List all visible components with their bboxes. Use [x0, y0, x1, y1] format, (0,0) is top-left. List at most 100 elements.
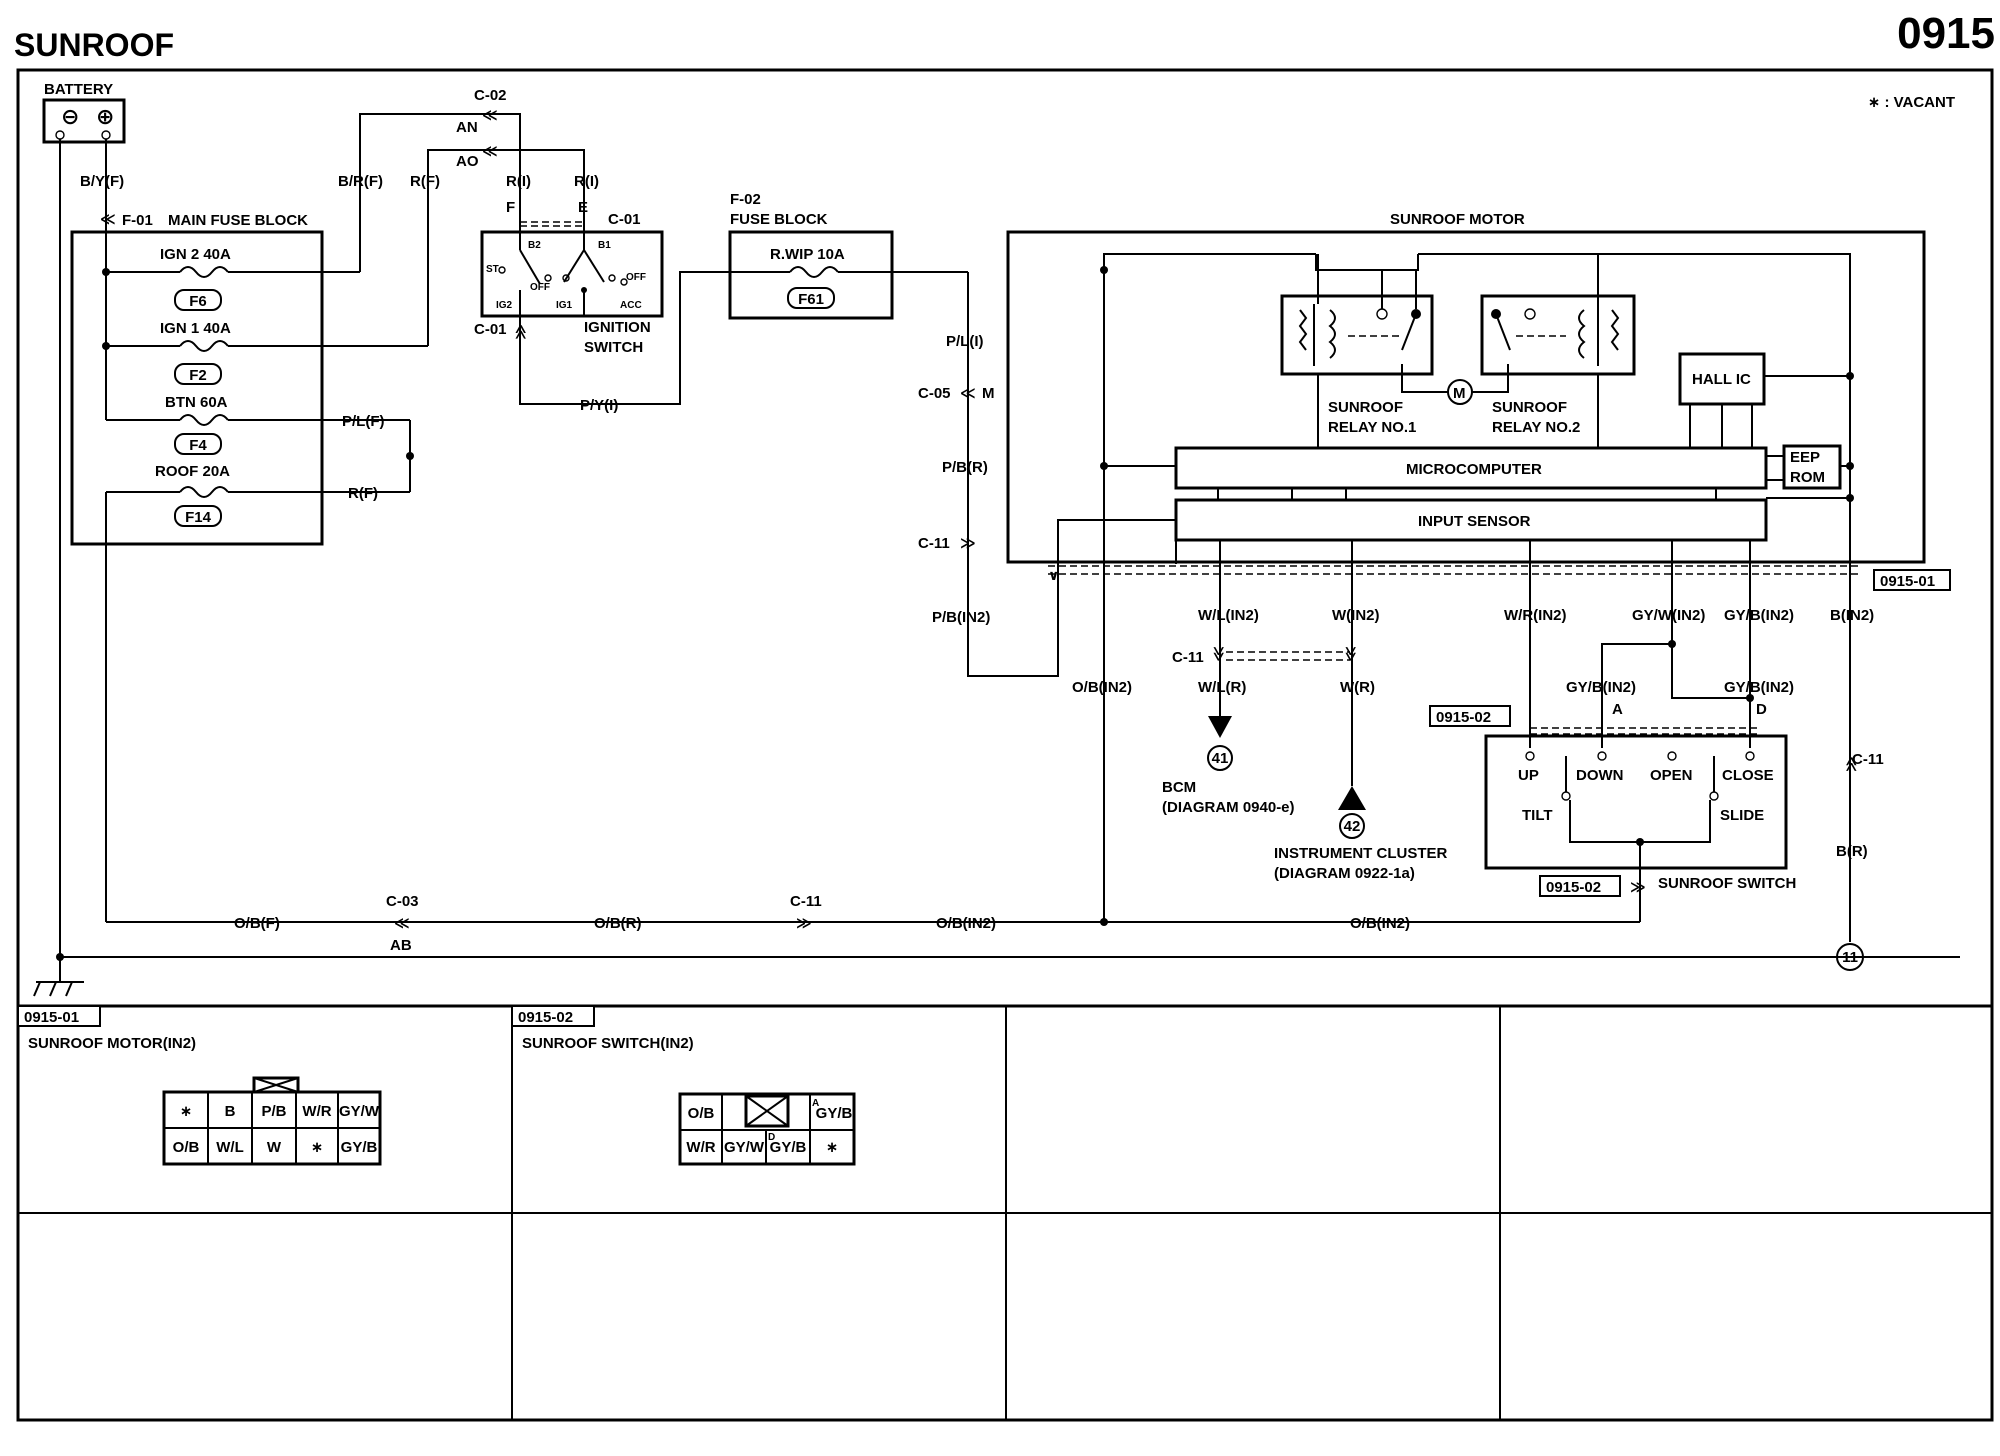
diagram-frame [16, 68, 1994, 1008]
svg-text:RELAY NO.1: RELAY NO.1 [1328, 419, 1416, 436]
connector-view-sunroof-motor: 0915-01 SUNROOF MOTOR(IN2) ∗ B P/B W/R G… [17, 1005, 382, 1166]
svg-text:GY/B: GY/B [341, 1139, 378, 1156]
svg-text:≫: ≫ [1843, 756, 1860, 772]
svg-text:ST: ST [486, 264, 499, 275]
ignition-switch: F E C-01 B2 B1 ST IG2 IG1 ACC OFF OFF IG… [480, 199, 664, 356]
svg-text:GY/B: GY/B [816, 1105, 853, 1122]
svg-text:ROM: ROM [1790, 469, 1825, 486]
svg-text:P/B: P/B [261, 1103, 286, 1120]
svg-text:SUNROOF: SUNROOF [1492, 399, 1567, 416]
svg-text:(DIAGRAM 0940-e): (DIAGRAM 0940-e) [1162, 799, 1295, 816]
svg-text:≪: ≪ [394, 915, 410, 932]
svg-text:P/L(I): P/L(I) [946, 333, 984, 350]
svg-text:≪: ≪ [482, 107, 498, 124]
page-number: 0915 [1897, 9, 1995, 58]
svg-text:F6: F6 [189, 293, 207, 310]
svg-text:INPUT SENSOR: INPUT SENSOR [1418, 513, 1531, 530]
svg-text:AO: AO [456, 153, 479, 170]
svg-text:HALL IC: HALL IC [1692, 371, 1751, 388]
svg-text:R(I): R(I) [574, 173, 599, 190]
svg-text:P/B(IN2): P/B(IN2) [932, 609, 990, 626]
svg-text:0915-01: 0915-01 [24, 1009, 79, 1026]
svg-text:R(I): R(I) [506, 173, 531, 190]
svg-text:C-11: C-11 [1172, 649, 1204, 666]
svg-text:SUNROOF MOTOR(IN2): SUNROOF MOTOR(IN2) [28, 1035, 196, 1052]
svg-text:BATTERY: BATTERY [44, 81, 113, 98]
svg-text:IGNITION: IGNITION [584, 319, 651, 336]
battery: BATTERY ⊖ ⊕ [42, 81, 126, 144]
svg-text:≪: ≪ [100, 211, 116, 228]
svg-text:C-05: C-05 [918, 385, 951, 402]
svg-text:B/R(F): B/R(F) [338, 173, 383, 190]
svg-text:IGN 1 40A: IGN 1 40A [160, 320, 231, 337]
svg-text:TILT: TILT [1522, 807, 1553, 824]
svg-text:W/L(IN2): W/L(IN2) [1198, 607, 1259, 624]
svg-text:B2: B2 [528, 240, 541, 251]
svg-text:SLIDE: SLIDE [1720, 807, 1764, 824]
svg-text:C-02: C-02 [474, 87, 507, 104]
svg-text:C-11: C-11 [790, 893, 822, 910]
svg-text:GY/W(IN2): GY/W(IN2) [1632, 607, 1705, 624]
main-fuse-block: F-01 MAIN FUSE BLOCK IGN 2 40A F6 IGN 1 … [70, 212, 428, 922]
svg-text:W(R): W(R) [1340, 679, 1375, 696]
svg-text:W/R: W/R [686, 1139, 715, 1156]
svg-text:ROOF 20A: ROOF 20A [155, 463, 230, 480]
svg-text:P/L(F): P/L(F) [342, 413, 385, 430]
svg-text:UP: UP [1518, 767, 1539, 784]
svg-text:W/R: W/R [302, 1103, 331, 1120]
svg-text:BCM: BCM [1162, 779, 1196, 796]
svg-text:≫: ≫ [1342, 646, 1359, 662]
svg-text:41: 41 [1212, 750, 1229, 767]
svg-text:IG2: IG2 [496, 300, 513, 311]
svg-text:O/B(IN2): O/B(IN2) [936, 915, 996, 932]
motor-icon: M [1453, 385, 1466, 402]
connector-view-sunroof-switch: 0915-02 SUNROOF SWITCH(IN2) O/B GY/B A W… [511, 1005, 856, 1166]
svg-text:IGN 2 40A: IGN 2 40A [160, 246, 231, 263]
svg-text:F: F [506, 199, 515, 216]
battery-minus-icon: ⊖ [61, 104, 79, 129]
svg-text:GY/B(IN2): GY/B(IN2) [1566, 679, 1636, 696]
svg-text:B: B [225, 1103, 236, 1120]
svg-text:A: A [1612, 701, 1623, 718]
battery-plus-icon: ⊕ [96, 104, 114, 129]
svg-text:R(F): R(F) [348, 485, 378, 502]
svg-text:A: A [812, 1098, 819, 1109]
svg-text:O/B(IN2): O/B(IN2) [1072, 679, 1132, 696]
svg-text:≫: ≫ [1630, 879, 1646, 896]
svg-text:∗: ∗ [180, 1103, 193, 1120]
svg-text:EEP: EEP [1790, 449, 1820, 466]
svg-text:IG1: IG1 [556, 300, 573, 311]
svg-text:GY/B: GY/B [770, 1139, 807, 1156]
svg-text:W(IN2): W(IN2) [1332, 607, 1380, 624]
svg-text:SUNROOF SWITCH(IN2): SUNROOF SWITCH(IN2) [522, 1035, 694, 1052]
svg-text:F61: F61 [798, 291, 824, 308]
svg-text:OFF: OFF [530, 282, 550, 293]
svg-text:C-01: C-01 [474, 321, 507, 338]
svg-text:W: W [267, 1139, 282, 1156]
svg-text:∗: ∗ [311, 1139, 324, 1156]
svg-text:W/L(R): W/L(R) [1198, 679, 1246, 696]
page-title: SUNROOF [14, 27, 174, 63]
svg-text:≫: ≫ [960, 535, 976, 552]
svg-text:F4: F4 [189, 437, 207, 454]
svg-text:AN: AN [456, 119, 478, 136]
fuse-block-f02: F-02 FUSE BLOCK R.WIP 10A F61 [728, 191, 968, 320]
svg-text:≫: ≫ [1210, 646, 1227, 662]
svg-text:ACC: ACC [620, 300, 642, 311]
svg-text:(DIAGRAM 0922-1a): (DIAGRAM 0922-1a) [1274, 865, 1415, 882]
svg-text:CLOSE: CLOSE [1722, 767, 1774, 784]
svg-text:0915-02: 0915-02 [518, 1009, 573, 1026]
svg-text:AB: AB [390, 937, 412, 954]
vacant-legend: ∗ : VACANT [1868, 94, 1955, 111]
svg-text:SUNROOF: SUNROOF [1328, 399, 1403, 416]
svg-text:∗: ∗ [826, 1139, 839, 1156]
sunroof-switch: 0915-02 UP DOWN OPEN CLOSE TILT SLIDE 09… [1429, 705, 1796, 922]
svg-text:B(IN2): B(IN2) [1830, 607, 1874, 624]
svg-text:RELAY NO.2: RELAY NO.2 [1492, 419, 1580, 436]
svg-text:SWITCH: SWITCH [584, 339, 643, 356]
svg-text:R.WIP 10A: R.WIP 10A [770, 246, 845, 263]
svg-text:C-01: C-01 [608, 211, 641, 228]
svg-text:GY/W: GY/W [339, 1103, 380, 1120]
svg-text:BTN 60A: BTN 60A [165, 394, 228, 411]
svg-text:D: D [768, 1132, 775, 1143]
